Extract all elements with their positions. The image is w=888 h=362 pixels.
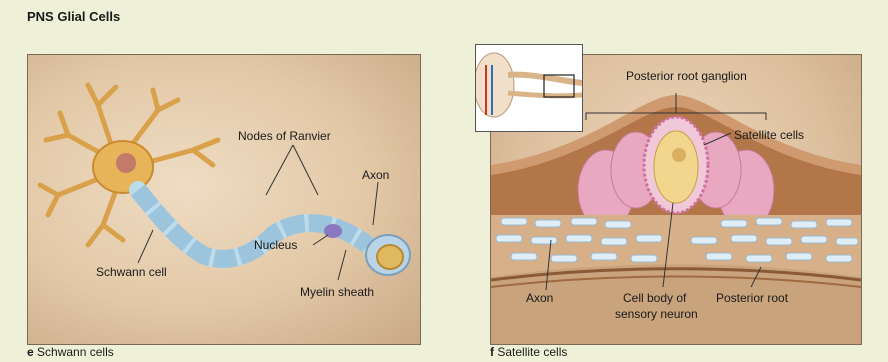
label-posterior-root: Posterior root [716, 291, 788, 305]
label-cell-body-line1: Cell body of [623, 291, 686, 305]
label-nodes-of-ranvier: Nodes of Ranvier [238, 129, 331, 143]
label-posterior-root-ganglion: Posterior root ganglion [626, 69, 747, 83]
label-axon: Axon [362, 168, 389, 182]
label-myelin-sheath: Myelin sheath [300, 285, 374, 299]
schwann-cell-panel: Nodes of Ranvier Axon Nucleus Schwann ce… [27, 54, 421, 345]
label-axon-right: Axon [526, 291, 553, 305]
spinal-cord-inset [475, 44, 583, 132]
caption-schwann: e Schwann cells [27, 345, 114, 359]
label-satellite-cells: Satellite cells [734, 128, 804, 142]
figure-title: PNS Glial Cells [27, 9, 120, 24]
label-schwann-cell: Schwann cell [96, 265, 167, 279]
spinal-cord-inset-drawing [476, 45, 582, 131]
label-nucleus: Nucleus [254, 238, 297, 252]
caption-satellite: f Satellite cells [490, 345, 567, 359]
schwann-illustration [28, 55, 420, 344]
label-cell-body-line2: sensory neuron [615, 307, 698, 321]
